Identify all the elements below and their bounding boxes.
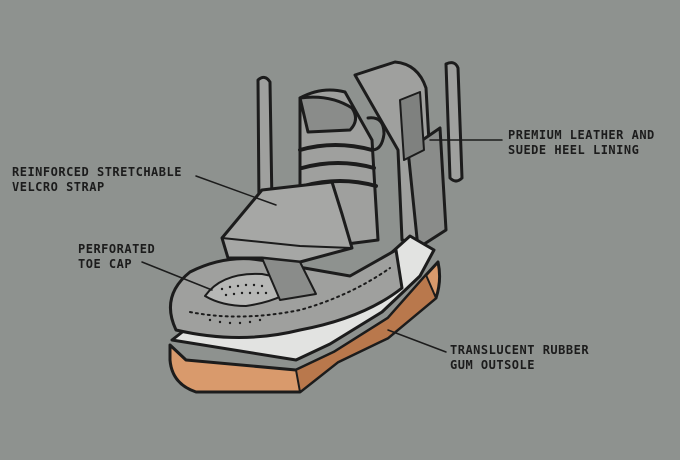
callout-sole-line-1: TRANSLUCENT RUBBER — [450, 343, 590, 357]
callout-heel-line-2: SUEDE HEEL LINING — [508, 143, 640, 157]
gum-outsole-tread — [295, 274, 437, 393]
lace-loop — [366, 116, 386, 152]
callout-heel-lining: PREMIUM LEATHER AND SUEDE HEEL LINING — [508, 128, 655, 158]
velcro-strap — [220, 180, 354, 264]
callout-toe-line-1: PERFORATED — [78, 242, 156, 256]
callout-strap-line-2: VELCRO STRAP — [12, 180, 105, 194]
strap-fold — [221, 237, 353, 249]
callout-sole-line-2: GUM OUTSOLE — [450, 358, 535, 372]
leader-strap — [195, 175, 277, 206]
callout-heel-line-1: PREMIUM LEATHER AND — [508, 128, 655, 142]
pull-tab-right — [444, 61, 464, 183]
strap-buckle — [261, 257, 317, 301]
leader-sole — [387, 329, 447, 353]
callout-velcro-strap: REINFORCED STRETCHABLE VELCRO STRAP — [12, 165, 182, 195]
callout-strap-line-1: REINFORCED STRETCHABLE — [12, 165, 182, 179]
callout-toe-line-2: TOE CAP — [78, 257, 133, 271]
lace-2 — [300, 161, 376, 170]
toe-seam — [189, 267, 391, 318]
callout-toe-cap: PERFORATED TOE CAP — [78, 242, 155, 272]
heel-lining-inner — [399, 91, 425, 161]
collar-fold — [298, 95, 357, 134]
lace-1 — [298, 143, 374, 152]
callout-gum-outsole: TRANSLUCENT RUBBER GUM OUTSOLE — [450, 343, 589, 373]
toe-perforations — [208, 283, 268, 325]
leader-toe — [141, 261, 213, 291]
heel-panel — [406, 126, 448, 250]
